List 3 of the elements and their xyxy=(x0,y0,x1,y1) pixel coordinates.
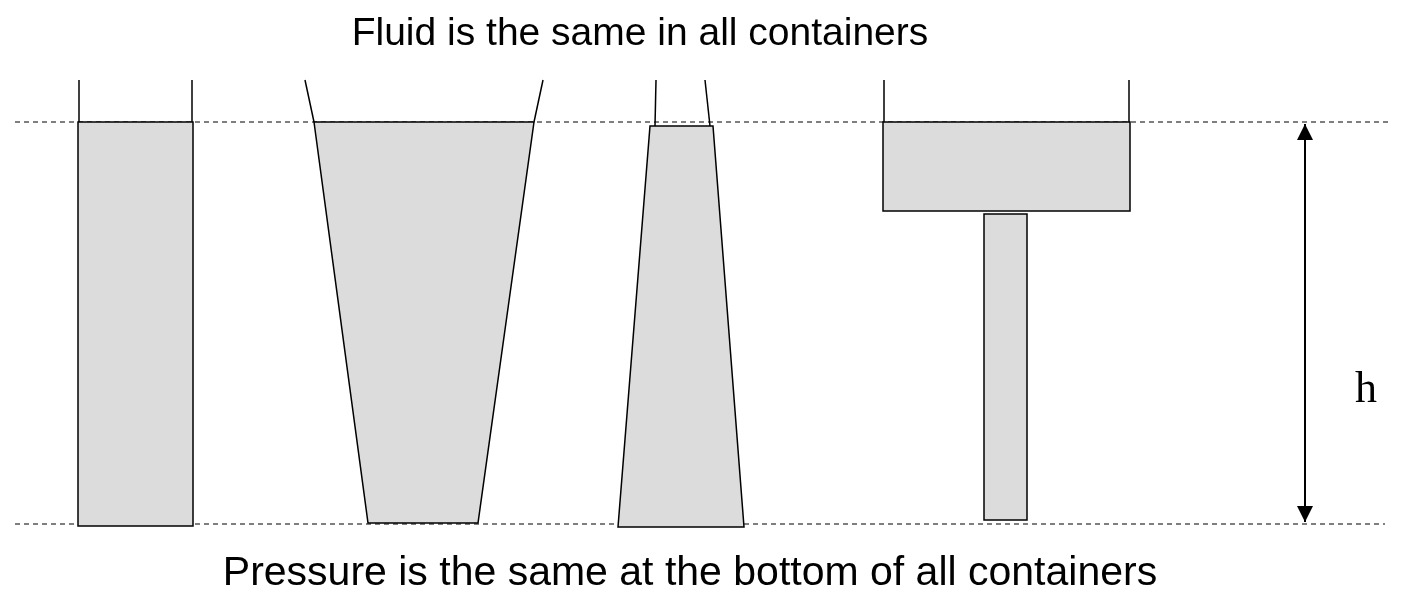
title: Fluid is the same in all containers xyxy=(350,10,930,54)
dimension-label: h xyxy=(1355,362,1377,413)
caption: Pressure is the same at the bottom of all containers xyxy=(221,548,1159,595)
